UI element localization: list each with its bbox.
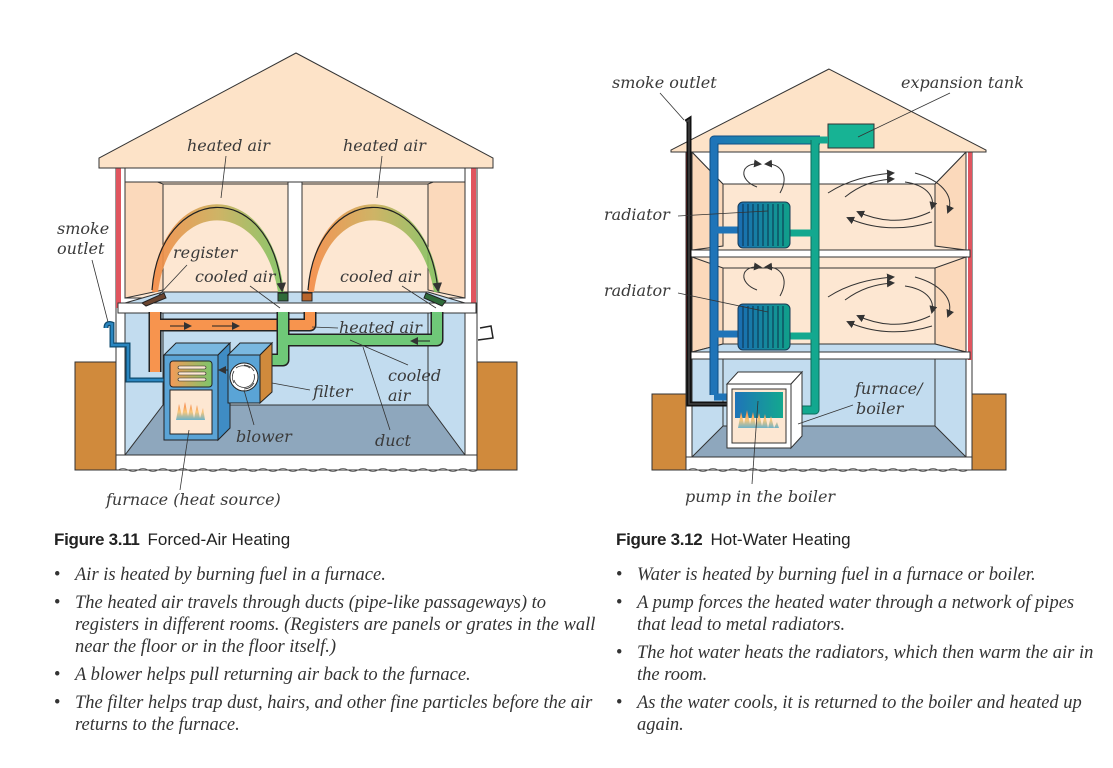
label-duct: duct [375, 431, 412, 450]
hot-water-labels: smoke outlet expansion tank radiator rad… [604, 73, 1024, 506]
ground-right-2 [971, 393, 1007, 471]
label-heated-air-left: heated air [187, 136, 271, 155]
label-smoke-outlet-2: smoke outlet [612, 73, 717, 92]
radiator-lower [737, 303, 791, 351]
label-smoke-outlet-2: outlet [57, 239, 105, 258]
middle-floor-room [691, 256, 967, 356]
label-heated-air-right: heated air [343, 136, 427, 155]
figure-3-12-caption: Figure 3.12 Hot-Water Heating [616, 530, 851, 550]
heated-air-arc-right [308, 204, 440, 292]
label-cooled-air-left: cooled air [195, 267, 277, 286]
bullet-item: Air is heated by burning fuel in a furna… [54, 564, 599, 586]
figure-number: Figure 3.11 [54, 530, 140, 549]
figure-3-12-bullets: Water is heated by burning fuel in a fur… [616, 564, 1096, 742]
label-radiator-upper: radiator [604, 205, 671, 224]
bullet-item: Water is heated by burning fuel in a fur… [616, 564, 1096, 586]
roof [98, 52, 494, 169]
heated-air-arc-left [152, 204, 284, 292]
label-furnace-boiler-1: furnace/ [854, 379, 924, 398]
label-radiator-lower: radiator [604, 281, 671, 300]
forced-air-house [74, 52, 518, 472]
register-left [141, 292, 167, 307]
ground-right [475, 361, 518, 471]
ground-left-2 [651, 393, 687, 471]
label-smoke-outlet-1: smoke [57, 219, 109, 238]
hot-duct [150, 312, 315, 372]
label-cooled-air-duct-2: air [388, 386, 412, 405]
filter [259, 341, 273, 405]
radiator-upper [737, 201, 791, 249]
flame-icon-2 [738, 410, 779, 428]
label-register: register [173, 243, 239, 262]
roof-2 [670, 68, 987, 153]
main-floor [117, 302, 477, 314]
center-wall [287, 167, 303, 299]
figure-title: Forced-Air Heating [147, 530, 291, 549]
figure-number: Figure 3.12 [616, 530, 703, 549]
bullet-item: The hot water heats the radiators, which… [616, 642, 1096, 686]
bullet-item: As the water cools, it is returned to th… [616, 692, 1096, 736]
label-pump: pump in the boiler [685, 487, 836, 506]
label-heated-air-duct: heated air [339, 318, 423, 337]
label-filter: filter [312, 382, 354, 401]
blower-fan-icon [229, 362, 259, 392]
bullet-item: The heated air travels through ducts (pi… [54, 592, 599, 658]
bullet-item: A blower helps pull returning air back t… [54, 664, 599, 686]
label-cooled-air-right: cooled air [340, 267, 422, 286]
label-furnace: furnace (heat source) [105, 490, 281, 509]
ground-left [74, 361, 118, 471]
figure-3-11-bullets: Air is heated by burning fuel in a furna… [54, 564, 599, 742]
cool-duct [272, 312, 442, 365]
bullet-item: A pump forces the heated water through a… [616, 592, 1096, 636]
bullet-item: The filter helps trap dust, hairs, and o… [54, 692, 599, 736]
return-register-left [277, 292, 289, 302]
air-circulation-arrows [743, 159, 954, 333]
figure-3-11-caption: Figure 3.11 Forced-Air Heating [54, 530, 290, 550]
label-blower: blower [236, 427, 293, 446]
expansion-tank [827, 123, 875, 149]
forced-air-labels: heated air heated air smoke outlet regis… [57, 136, 441, 509]
label-expansion-tank: expansion tank [901, 73, 1024, 92]
label-cooled-air-duct-1: cooled [388, 366, 441, 385]
return-register-right [423, 292, 447, 307]
label-furnace-boiler-2: boiler [856, 399, 905, 418]
register-right [301, 292, 313, 302]
flame-icon [176, 402, 205, 420]
hot-water-house [651, 68, 1007, 472]
figure-title: Hot-Water Heating [710, 530, 851, 549]
